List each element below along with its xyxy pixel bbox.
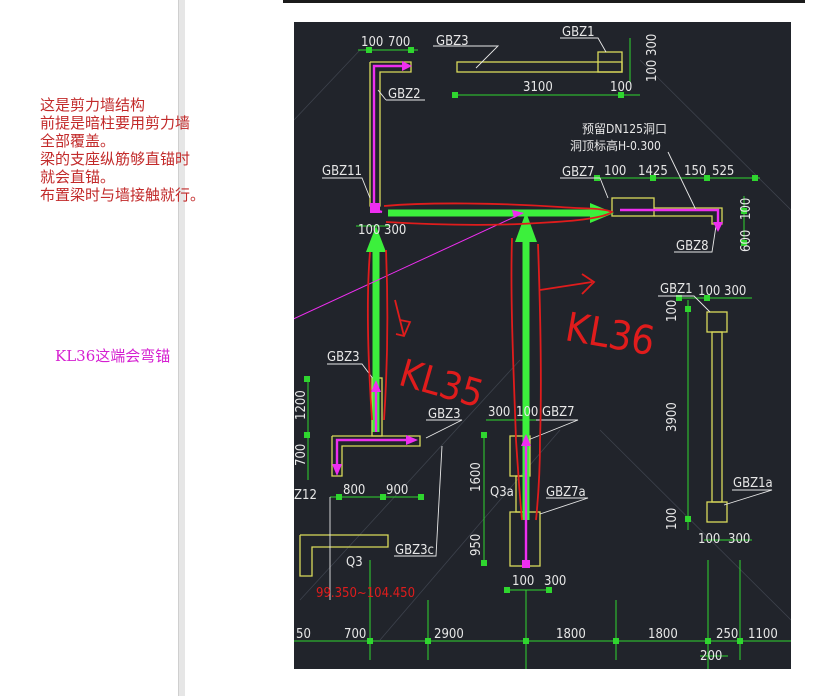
note-line-3: 全部覆盖。	[40, 132, 116, 150]
dimension-ticks	[304, 47, 758, 644]
dim-1425: 1425	[638, 164, 668, 179]
dim-600-v: 600	[739, 230, 754, 252]
label-gbz7-mid: GBZ7	[542, 405, 575, 420]
dim-100-a: 100	[604, 164, 626, 179]
label-q3: Q3	[346, 555, 363, 570]
dim-900: 900	[386, 483, 408, 498]
note-line-2: 前提是暗柱要用剪力墙	[40, 114, 191, 132]
label-gbz3-mid: GBZ3	[428, 407, 461, 422]
dim-bottom-250: 250	[716, 627, 738, 642]
dim-100-gbz1a: 100	[698, 532, 720, 547]
dim-950: 950	[469, 534, 484, 556]
dim-300-gbz1a: 300	[728, 532, 750, 547]
dim-bottom-200: 200	[700, 649, 722, 664]
label-gbz8: GBZ8	[676, 239, 709, 254]
label-gbz1a: GBZ1a	[733, 476, 773, 491]
annotation-note: 这是剪力墙结构 前提是暗柱要用剪力墙 全部覆盖。 梁的支座纵筋够直锚时 就会直锚…	[40, 96, 280, 204]
label-gbz7a: GBZ7a	[546, 485, 586, 500]
note-line-4: 梁的支座纵筋够直锚时	[40, 150, 191, 168]
label-gbz1-right: GBZ1	[660, 282, 693, 297]
dim-3100: 3100	[523, 80, 553, 95]
cad-drawing-canvas[interactable]: KL35 KL36 GBZ3 GBZ1 GBZ2 GBZ11 GBZ7 GBZ8…	[294, 22, 791, 669]
dim-300-bot: 300	[544, 574, 566, 589]
dim-300-c: 300	[384, 223, 406, 238]
label-q3a: Q3a	[490, 485, 514, 500]
label-gbz3-top: GBZ3	[436, 34, 469, 49]
label-gbz12: Z12	[294, 488, 317, 503]
label-reserve-hole: 预留DN125洞口	[582, 122, 667, 136]
dim-300-top-v: 300	[645, 34, 660, 56]
dim-bottom-2900: 2900	[434, 627, 464, 642]
dim-100-b-v: 100	[739, 198, 754, 220]
dim-100-bot: 100	[512, 574, 534, 589]
dim-525: 525	[712, 164, 734, 179]
label-hole-elevation: 洞顶标高H-0.300	[570, 138, 661, 153]
drawing-top-edge	[283, 0, 805, 3]
dim-100-gbz1: 100	[698, 284, 720, 299]
label-gbz7-right: GBZ7	[562, 165, 595, 180]
label-gbz3-left: GBZ3	[327, 350, 360, 365]
note-line-6: 布置梁时与墙接触就行。	[40, 186, 206, 204]
cad-drawing: KL35 KL36 GBZ3 GBZ1 GBZ2 GBZ11 GBZ7 GBZ8…	[294, 25, 791, 669]
note-line-1: 这是剪力墙结构	[40, 96, 146, 114]
rebar-arrowheads	[332, 61, 723, 568]
dim-bottom-1100: 1100	[748, 627, 778, 642]
dim-100-c: 100	[358, 223, 380, 238]
dim-bottom-1800a: 1800	[556, 627, 586, 642]
label-gbz1-top: GBZ1	[562, 25, 595, 40]
dim-bottom-1800b: 1800	[648, 627, 678, 642]
panel-gutter	[178, 0, 185, 696]
label-gbz3c: GBZ3c	[395, 543, 434, 558]
dim-300-gbz1: 300	[724, 284, 746, 299]
dim-300-mid: 300	[488, 405, 510, 420]
label-gbz11: GBZ11	[322, 164, 362, 179]
dim-700-top: 700	[388, 35, 410, 50]
component-labels: GBZ3 GBZ1 GBZ2 GBZ11 GBZ7 GBZ8 GBZ1 GBZ3…	[294, 25, 773, 570]
dim-1600: 1600	[469, 462, 484, 492]
handwritten-marks	[366, 202, 614, 521]
dim-700-left: 700	[294, 444, 309, 466]
dim-150: 150	[684, 164, 706, 179]
handwritten-kl36: KL36	[562, 304, 658, 365]
label-gbz2: GBZ2	[388, 87, 421, 102]
dim-100-gbz1-v: 100	[665, 300, 680, 322]
dim-100-mid: 100	[610, 80, 632, 95]
dim-3900: 3900	[665, 402, 680, 432]
dim-100-mid2: 100	[516, 405, 538, 420]
note-line-5: 就会直锚。	[40, 168, 116, 186]
dim-bottom-50: 50	[296, 627, 311, 642]
dim-800: 800	[343, 483, 365, 498]
dim-100-right-v: 100	[645, 60, 660, 82]
dim-bottom-700: 700	[344, 627, 366, 642]
label-elev-range: 99.350~104.450	[316, 586, 415, 601]
dimension-values: 100 700 300 100 3100 100 100 1425 150 52…	[294, 34, 778, 664]
dim-100-gbz1a-v: 100	[665, 508, 680, 530]
callout-text: KL36这端会弯锚	[55, 347, 171, 365]
dim-1200: 1200	[294, 390, 309, 420]
dim-100-top: 100	[361, 35, 383, 50]
leader-lines	[322, 37, 773, 600]
